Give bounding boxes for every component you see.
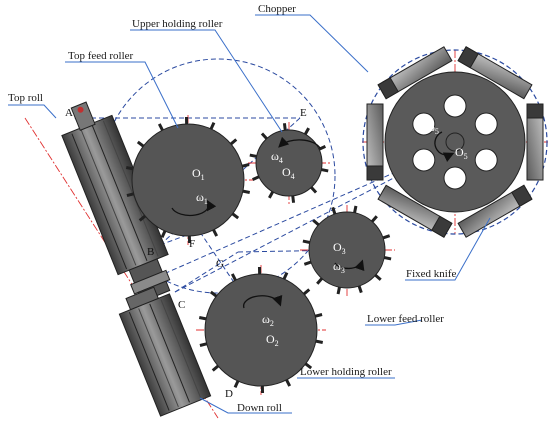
point-label-b: B: [147, 246, 154, 258]
chopper-blade: [526, 103, 544, 181]
chopper-hole: [412, 148, 436, 172]
down-roll: [118, 286, 212, 417]
omega-label-2: ω2: [262, 312, 274, 328]
center-label-o2: O2: [266, 332, 279, 348]
lower-holding-roller: [198, 266, 324, 394]
chopper-hole: [443, 94, 467, 118]
lower-feed-roller: [302, 205, 392, 295]
point-label-d: D: [225, 388, 233, 400]
chopper-holes: [412, 94, 498, 190]
chopper-blade: [377, 46, 453, 100]
leader-lines: [8, 14, 491, 414]
upper-holding-roller-body: [255, 129, 323, 197]
rotation-arrow-4: [278, 136, 321, 149]
rollers-group: [125, 116, 392, 394]
top-feed-roller-body: [131, 123, 245, 237]
chopper-blade: [457, 184, 533, 238]
lower-feed-roller-body: [308, 211, 386, 289]
center-label-o5: O5: [455, 145, 468, 161]
upper-holding-roller: [249, 123, 329, 203]
label-top-feed-roller: Top feed roller: [68, 50, 134, 62]
rotation-arrow-3: [334, 259, 365, 272]
rotation-arrow-5: [434, 131, 455, 162]
point-label-c: C: [178, 299, 185, 311]
chopper-hole: [412, 112, 436, 136]
point-label-g: G: [216, 258, 224, 270]
label-lower-feed-roller: Lower feed roller: [367, 313, 444, 325]
label-down-roll: Down roll: [237, 402, 282, 414]
point-label-a: A: [65, 107, 73, 119]
omega-label-4: ω4: [271, 149, 283, 165]
label-fixed-knife: Fixed knife: [406, 268, 457, 280]
chopper-hole: [474, 112, 498, 136]
omega-label-3: ω3: [333, 259, 345, 275]
chopper-blade: [366, 103, 384, 181]
point-label-e: E: [300, 107, 307, 119]
rotation-arrow-2: [243, 294, 283, 309]
label-chopper: Chopper: [258, 3, 296, 15]
chopper-blade: [377, 184, 453, 238]
chopper-hub: [445, 132, 465, 152]
omega-label-1: ω1: [196, 190, 208, 206]
center-label-o4: O4: [282, 165, 295, 181]
lower-holding-roller-body: [204, 273, 318, 387]
chopper-drum: [384, 71, 526, 213]
omega-label-5: ω5: [427, 120, 439, 136]
chopper-blade: [457, 46, 533, 100]
chopper-hole: [443, 166, 467, 190]
chopper-hole: [474, 148, 498, 172]
rotation-arrow-1: [171, 199, 217, 217]
chopper-dashed-outline: [362, 49, 548, 235]
construction-circle: [100, 58, 336, 294]
top-roll: [61, 101, 171, 303]
center-label-o1: O1: [192, 166, 205, 182]
label-upper-holding-roller: Upper holding roller: [132, 18, 223, 30]
center-label-o3: O3: [333, 240, 346, 256]
point-label-f: F: [189, 238, 195, 250]
chopper-blades: [366, 46, 544, 238]
rotation-arrows: [171, 131, 455, 309]
label-top-roll: Top roll: [8, 92, 43, 104]
label-lower-holding-roller: Lower holding roller: [300, 366, 392, 378]
chopper: [362, 46, 548, 238]
